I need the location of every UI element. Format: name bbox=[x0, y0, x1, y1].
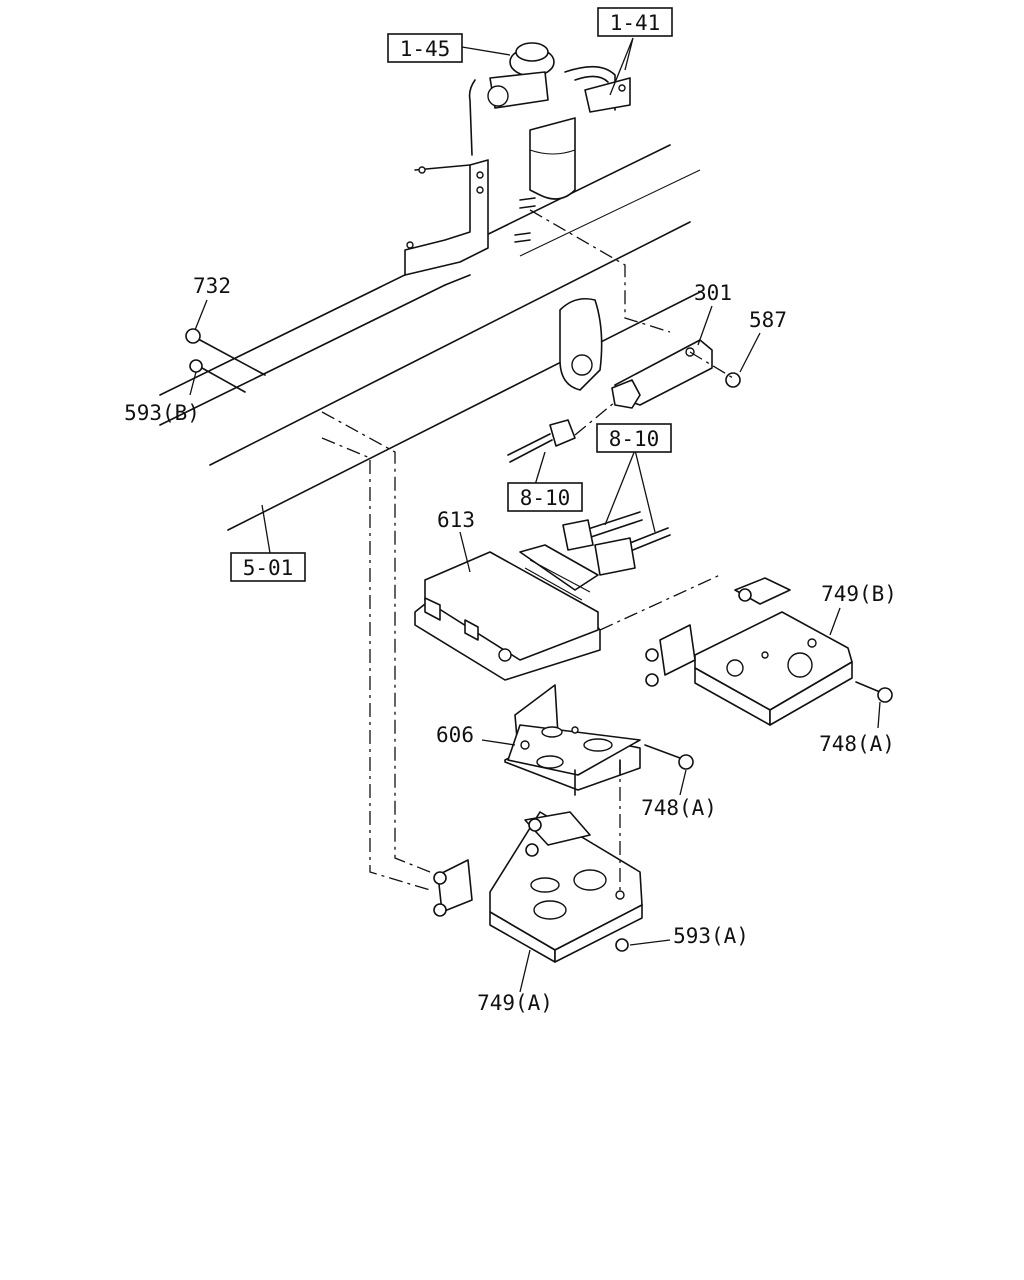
frame-rail bbox=[159, 144, 701, 531]
ref-label-8-10-bottom: 8-10 bbox=[520, 486, 571, 510]
harness-connector-a bbox=[507, 401, 616, 463]
part-label-301: 301 bbox=[694, 281, 732, 305]
ref-box-8-10-top: 8-10 bbox=[596, 423, 672, 453]
ref-label-8-10-top: 8-10 bbox=[609, 427, 660, 451]
control-module-613 bbox=[414, 544, 601, 681]
part-label-732: 732 bbox=[193, 274, 231, 298]
ref-box-8-10-bottom: 8-10 bbox=[507, 482, 583, 512]
bracket-749a bbox=[321, 411, 643, 963]
bolt-732 bbox=[185, 328, 266, 376]
part-label-749b: 749(B) bbox=[821, 582, 897, 606]
nut-587 bbox=[689, 351, 741, 388]
ref-label-1-41: 1-41 bbox=[610, 11, 661, 35]
part-label-606: 606 bbox=[436, 723, 474, 747]
leader-lines bbox=[189, 37, 881, 993]
bracket-301 bbox=[611, 339, 713, 409]
ref-box-1-45: 1-45 bbox=[387, 33, 463, 63]
ref-label-1-45: 1-45 bbox=[400, 37, 451, 61]
nut-593a bbox=[615, 938, 629, 952]
ref-box-1-41: 1-41 bbox=[597, 7, 673, 37]
ref-box-5-01: 5-01 bbox=[230, 552, 306, 582]
part-label-748a-mid: 748(A) bbox=[641, 796, 717, 820]
part-label-593a: 593(A) bbox=[673, 924, 749, 948]
part-label-748a-right: 748(A) bbox=[819, 732, 895, 756]
part-label-749a: 749(A) bbox=[477, 991, 553, 1015]
part-label-587: 587 bbox=[749, 308, 787, 332]
harness-connectors-b bbox=[562, 511, 671, 576]
reservoir-tank-assembly bbox=[404, 42, 671, 391]
part-label-593b: 593(B) bbox=[124, 401, 200, 425]
bracket-749b bbox=[599, 574, 853, 726]
part-label-613: 613 bbox=[437, 508, 475, 532]
ref-label-5-01: 5-01 bbox=[243, 556, 294, 580]
bracket-606 bbox=[504, 684, 641, 796]
bolt-748a-right bbox=[855, 681, 893, 703]
bolt-748a-mid bbox=[644, 744, 694, 770]
